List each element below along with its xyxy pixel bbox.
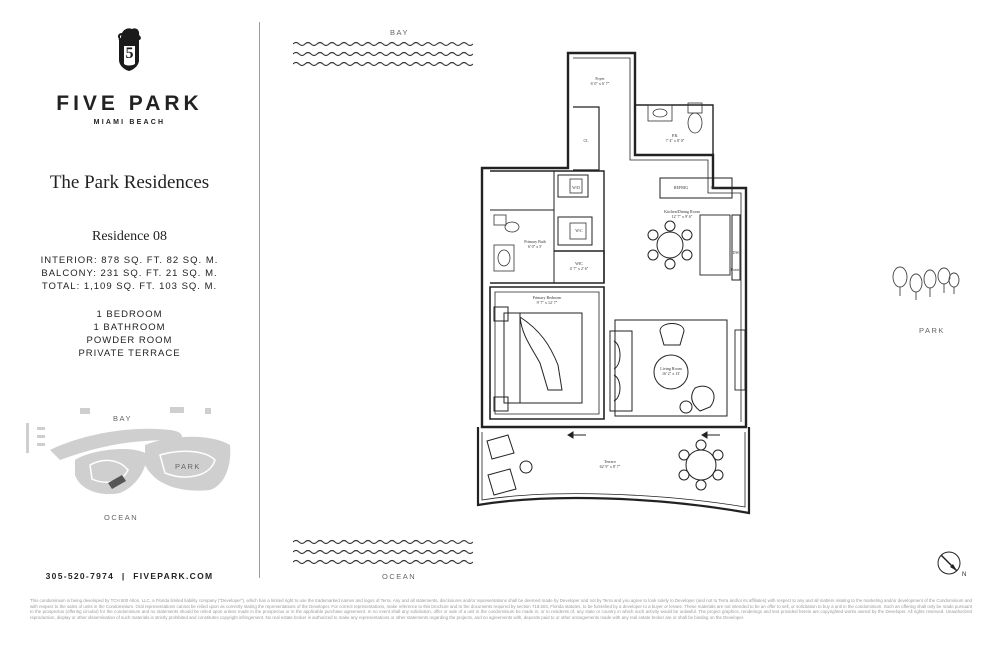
north-arrow-icon (936, 548, 966, 585)
room-powder-dims: 7' 4" x 8' 0" (666, 138, 685, 143)
feature-bathroom: 1 BATHROOM (93, 322, 166, 333)
logo-letter: 5 (125, 45, 134, 62)
contact-separator: | (121, 571, 126, 581)
room-wd: W/D (572, 185, 580, 190)
room-dw: DW (733, 250, 740, 255)
ocean-waves (292, 538, 474, 571)
park-trees-icon (888, 263, 964, 308)
legal-disclaimer: This condominium is being developed by T… (30, 598, 972, 620)
residence-name: Residence 08 (91, 229, 168, 244)
feature-terrace: PRIVATE TERRACE (78, 348, 181, 359)
balcony-area: BALCONY: 231 SQ. FT. 21 SQ. M. (41, 268, 218, 279)
collection-title: The Park Residences (49, 172, 210, 193)
brand-location: MIAMI BEACH (93, 119, 166, 126)
room-refrigerator: REFRIG (674, 185, 688, 190)
feature-bedroom: 1 BEDROOM (96, 309, 163, 320)
phone-number[interactable]: 305-520-7974 (45, 571, 115, 581)
room-living-dims: 16' 2" x 13' (662, 371, 680, 376)
brand-name: FIVE PARK (56, 92, 203, 115)
room-primary-bath-dims: 6' 0" x 5' (528, 244, 542, 249)
room-wic-dims: 4' 7" x 2' 6" (570, 266, 589, 271)
room-primary-bedroom-dims: 9' 7" x 12' 7" (537, 300, 558, 305)
keyplan-ocean-label: OCEAN (104, 513, 139, 522)
room-primary-bath: Primary Bath (524, 239, 545, 244)
bay-waves (292, 40, 474, 73)
room-terrace: Terrace (604, 459, 616, 464)
room-closet: CL (583, 138, 589, 143)
interior-area: INTERIOR: 878 SQ. FT. 82 SQ. M. (40, 255, 219, 266)
panel-divider (259, 22, 260, 578)
room-terrace-dims: 62' 9" x 8' 7" (600, 464, 621, 469)
room-primary-bedroom: Primary Bedroom (533, 295, 563, 300)
room-powder: P.R. (672, 133, 678, 138)
elephant-shield-icon (117, 28, 141, 72)
feature-powder-room: POWDER ROOM (86, 335, 173, 346)
north-label: N (962, 572, 967, 578)
room-pantry: Pantry (731, 267, 741, 272)
website-link[interactable]: FIVEPARK.COM (133, 571, 214, 581)
keyplan-bay-label: BAY (113, 414, 132, 423)
room-foyer: Foyer (595, 76, 605, 81)
bay-label: BAY (390, 28, 409, 37)
ocean-label: OCEAN (382, 572, 417, 581)
room-wc: W/C (575, 228, 583, 233)
park-label: PARK (919, 326, 945, 335)
brand-logo: 5 (113, 26, 145, 72)
room-wic: WIC (575, 261, 583, 266)
room-kitchen: Kitchen/Dining Room (664, 209, 701, 214)
floor-plan: Foyer 6' 0" x 6' 7" CL W/D P.R. 7' 4" x … (476, 51, 751, 515)
key-plan: BAY PARK OCEAN (20, 405, 245, 522)
room-foyer-dims: 6' 0" x 6' 7" (591, 81, 610, 86)
room-living: Living Room (660, 366, 682, 371)
room-stove: Stove (710, 185, 719, 190)
room-kitchen-dims: 12' 7" x 9' 6" (672, 214, 693, 219)
keyplan-park-label: PARK (175, 462, 201, 471)
total-area: TOTAL: 1,109 SQ. FT. 103 SQ. M. (41, 281, 218, 292)
contact-line: 305-520-7974 | FIVEPARK.COM (0, 571, 259, 581)
